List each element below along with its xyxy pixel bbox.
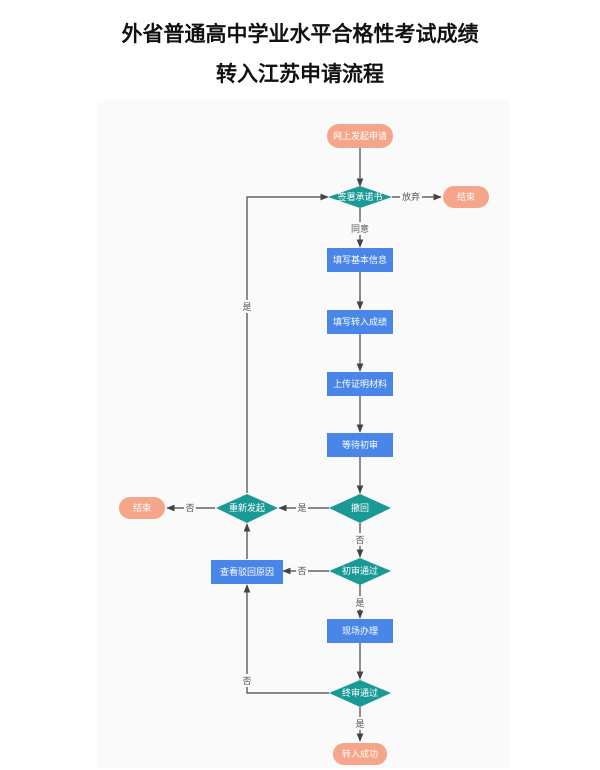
node-first-review-label: 初审通过	[342, 565, 378, 577]
node-withdraw-label: 撤回	[351, 502, 369, 514]
node-end-2: 结束	[119, 497, 165, 519]
connectors	[166, 148, 442, 742]
edge-label-yes-left: 是	[242, 302, 251, 313]
edge-labels: 放弃 同意 是 是 否 否 否 是 否 是	[184, 190, 422, 730]
node-end-1: 结束	[443, 186, 489, 208]
node-onsite: 现场办理	[327, 619, 393, 643]
edge-label-final-yes: 是	[355, 719, 364, 730]
node-success-label: 转入成功	[342, 748, 378, 760]
node-first-review: 初审通过	[329, 558, 391, 585]
node-onsite-label: 现场办理	[342, 625, 378, 637]
node-withdraw: 撤回	[329, 494, 391, 523]
node-end-2-label: 结束	[133, 502, 151, 514]
node-start: 网上发起申请	[327, 124, 393, 148]
node-upload: 上传证明材料	[327, 372, 393, 396]
node-fill-basic-label: 填写基本信息	[333, 254, 387, 266]
node-fill-basic: 填写基本信息	[327, 248, 393, 272]
node-restart: 重新发起	[216, 494, 278, 523]
edge-label-final-no: 否	[242, 676, 251, 687]
flowchart-canvas	[97, 100, 510, 768]
edge-label-first-no: 否	[297, 566, 306, 577]
node-sign: 签署承诺书	[328, 186, 392, 208]
node-fill-scores: 填写转入成绩	[327, 310, 393, 334]
node-final-review-label: 终审通过	[342, 687, 378, 699]
edge-label-giveup: 放弃	[402, 191, 420, 203]
node-sign-label: 签署承诺书	[337, 191, 382, 203]
edge-label-withdraw-no: 否	[355, 535, 364, 546]
node-reason: 查看驳回原因	[211, 560, 283, 584]
node-upload-label: 上传证明材料	[333, 378, 387, 390]
edge-restart-sign	[246, 193, 329, 493]
title-line-2: 转入江苏申请流程	[216, 62, 384, 86]
node-restart-label: 重新发起	[229, 502, 265, 514]
node-final-review: 终审通过	[329, 680, 391, 707]
node-wait: 等待初审	[327, 433, 393, 457]
edge-finalreview-reason	[243, 584, 329, 694]
edge-label-agree: 同意	[351, 223, 369, 235]
edge-label-withdraw-yes: 是	[297, 503, 306, 514]
title-line-1: 外省普通高中学业水平合格性考试成绩	[121, 22, 479, 46]
node-fill-scores-label: 填写转入成绩	[333, 316, 387, 328]
node-success: 转入成功	[333, 743, 387, 765]
edge-label-first-yes: 是	[355, 598, 364, 609]
node-reason-label: 查看驳回原因	[220, 566, 274, 578]
node-start-label: 网上发起申请	[333, 130, 387, 142]
node-wait-label: 等待初审	[342, 439, 378, 451]
node-end-1-label: 结束	[457, 191, 475, 203]
edge-label-restart-no: 否	[185, 503, 194, 514]
